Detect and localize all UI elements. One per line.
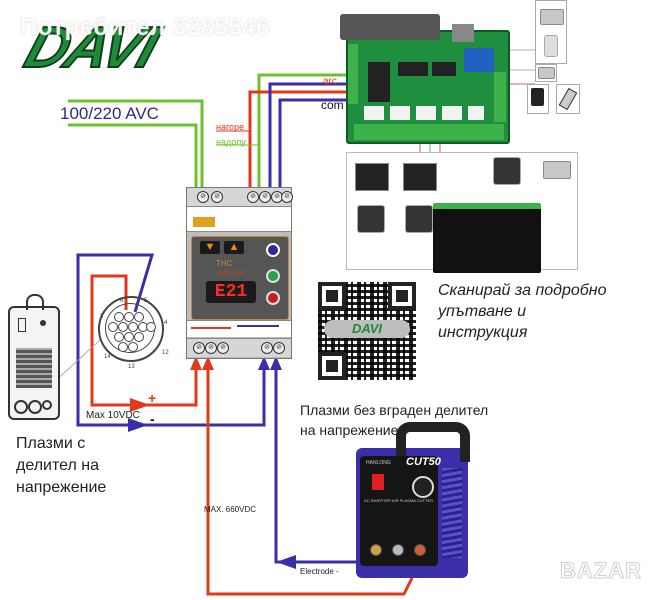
- power-switch[interactable]: [372, 474, 384, 490]
- wire-hv-plus: [206, 357, 414, 596]
- wire-up-a: [268, 82, 346, 188]
- wire-down: [257, 73, 346, 188]
- wire-electrode: [274, 357, 360, 564]
- stepper-driver: [403, 163, 437, 191]
- ground-jack: [414, 544, 426, 556]
- stepper-motor: [357, 205, 385, 233]
- qr-code[interactable]: DAVI: [316, 280, 418, 382]
- bottom-terminal-block: [354, 124, 504, 140]
- psu-box: [535, 64, 557, 82]
- error-display: E21: [206, 281, 256, 303]
- plasma-cutter-with-divider: [8, 294, 60, 420]
- minus-label: -: [150, 411, 155, 427]
- power-supply: [543, 161, 571, 179]
- chip: [398, 62, 428, 76]
- user-watermark: Потребител 3285546: [20, 14, 270, 41]
- db25-connector: [340, 14, 440, 40]
- qr-logo: DAVI: [324, 320, 410, 338]
- microstep-driver: [433, 203, 541, 273]
- stepper-drivers-box: [346, 152, 578, 273]
- cnc-connector-14pin: 6 5 3 4 12 13 14: [98, 296, 169, 370]
- brand-label: THC: [216, 259, 233, 268]
- wire-signal-minus: [76, 253, 266, 427]
- chip: [432, 62, 456, 76]
- spindle-box: [556, 84, 580, 114]
- bottom-label-strip: [187, 320, 291, 337]
- plasma-cutter-cut50: HANLONG CUT50 DC INVERTER AIR PLASMA CUT…: [356, 422, 470, 578]
- wire-arc: [248, 90, 346, 188]
- model-label: ARC-THC: [218, 271, 245, 277]
- com-label: com: [321, 98, 344, 112]
- relay: [464, 48, 494, 72]
- stepper-driver: [355, 163, 389, 191]
- power-label: 100/220 AVC: [60, 104, 159, 123]
- up-button[interactable]: ▲: [224, 241, 244, 254]
- current-dial[interactable]: [412, 476, 434, 498]
- stepper-motor: [405, 205, 433, 233]
- inverter-box: [527, 84, 549, 114]
- wire-com: [278, 98, 346, 188]
- right-terminal-block: [494, 72, 506, 122]
- qr-instructions: Сканирай за подробно упътване и инструкц…: [438, 282, 607, 341]
- down-led: [266, 291, 280, 305]
- top-terminals: ⊘⊘ ⊘⊘⊘⊘: [187, 188, 293, 207]
- electrode-label: Electrode -: [300, 567, 339, 576]
- control-panel: ▼ ▲ THC ARC-THC E21: [191, 236, 289, 320]
- left-terminal-block: [348, 44, 358, 104]
- cnc-breakout-board: [340, 14, 510, 144]
- plasma-without-divider-caption: Плазми без вграден делител на напрежение: [300, 402, 489, 438]
- spindle-psu-box: [535, 0, 567, 64]
- stepper-motor: [493, 157, 521, 185]
- max-660vdc-label: MAX. 660VDC: [204, 505, 257, 514]
- plasma-with-divider-caption: Плазми с делител на напрежение: [16, 435, 107, 496]
- power-toggle[interactable]: [266, 243, 280, 257]
- brand-label: HANLONG: [366, 460, 391, 466]
- chip: [368, 62, 390, 102]
- power-wire-1: [68, 99, 204, 188]
- plus-label: +: [148, 390, 157, 406]
- torch-jack: [370, 544, 382, 556]
- usb-port: [452, 24, 474, 42]
- power-wire-2: [68, 123, 198, 188]
- model-label: CUT50: [406, 456, 441, 468]
- wire-signal-plus: [90, 274, 198, 407]
- up-label: нагоре: [216, 122, 245, 132]
- thc-controller: ⊘⊘ ⊘⊘⊘⊘ ▼ ▲ THC ARC-THC E21 ⊘⊘⊘ ⊘⊘: [186, 187, 293, 359]
- down-label: надолу: [216, 137, 246, 147]
- top-label-strip: [187, 207, 291, 232]
- max-10vdc-label: Max 10VDC: [86, 410, 140, 421]
- up-led: [266, 269, 280, 283]
- bottom-terminals: ⊘⊘⊘ ⊘⊘: [187, 338, 291, 357]
- down-button[interactable]: ▼: [200, 241, 220, 254]
- subtitle: DC INVERTER AIR PLASMA CUTTER: [364, 498, 434, 503]
- bazar-watermark: BAZAR: [560, 558, 642, 584]
- air-jack: [392, 544, 404, 556]
- motor-headers: [364, 106, 484, 120]
- arc-label: arc: [323, 76, 337, 87]
